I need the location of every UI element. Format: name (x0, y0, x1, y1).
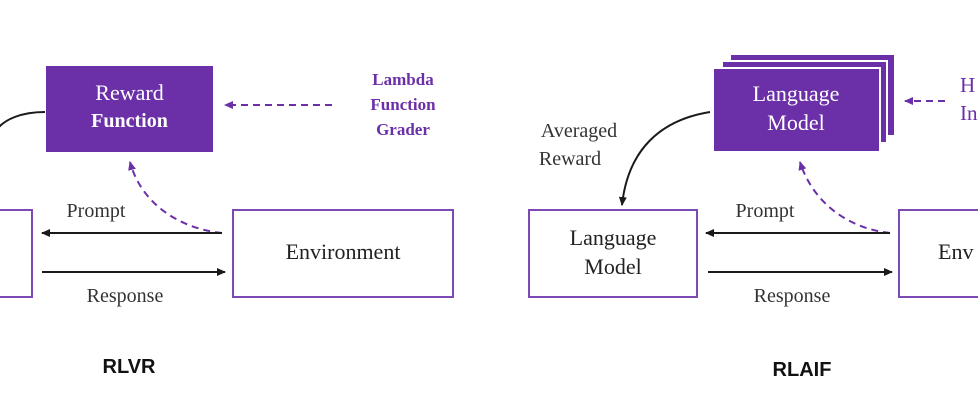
rlaif-source-label-2: In (960, 101, 978, 125)
rlaif-caption: RLAIF (773, 359, 832, 381)
rlaif-prompt-label: Prompt (736, 200, 795, 222)
rlaif-response-label: Response (754, 285, 831, 307)
rlvr-prompt-label: Prompt (67, 200, 126, 222)
averaged-reward-arrow (618, 111, 711, 206)
rlvr-response-label: Response (87, 285, 164, 307)
rlvr-environment-label: Environment (286, 239, 401, 264)
rlaif-policy-label-line1: Language (570, 225, 657, 250)
env-to-reward-dashed-arrow (128, 161, 223, 234)
lambda-label-1: Lambda (372, 70, 434, 89)
rlvr-reward-arrow (0, 111, 46, 128)
rlvr-environment-box (232, 209, 454, 298)
rlaif-panel: Language Model H In Averaged Reward Lang… (528, 53, 978, 381)
reward-function-label-line2: Function (91, 110, 168, 132)
rlaif-environment-box (898, 209, 978, 298)
reward-function-label-line1: Reward (95, 80, 163, 105)
lambda-label-2: Function (370, 95, 436, 114)
lm-stack-label-line2: Model (767, 110, 824, 135)
rlaif-environment-label: Env (938, 239, 973, 264)
reward-function-box (46, 66, 213, 152)
lm-stack-front (712, 67, 881, 153)
rlaif-policy-box (528, 209, 698, 298)
rlaif-env-to-stack-dashed-arrow (798, 161, 891, 234)
rlvr-caption: RLVR (103, 356, 157, 378)
lm-stack-label-line1: Language (753, 81, 840, 106)
averaged-reward-label-2: Reward (539, 148, 601, 170)
lambda-label-3: Grader (376, 120, 430, 139)
rlaif-source-label-1: H (960, 73, 975, 97)
rlaif-policy-label-line2: Model (584, 254, 641, 279)
averaged-reward-label-1: Averaged (541, 120, 617, 142)
rlvr-policy-box (0, 209, 33, 298)
rlvr-panel: Reward Function Lambda Function Grader E… (0, 66, 454, 378)
